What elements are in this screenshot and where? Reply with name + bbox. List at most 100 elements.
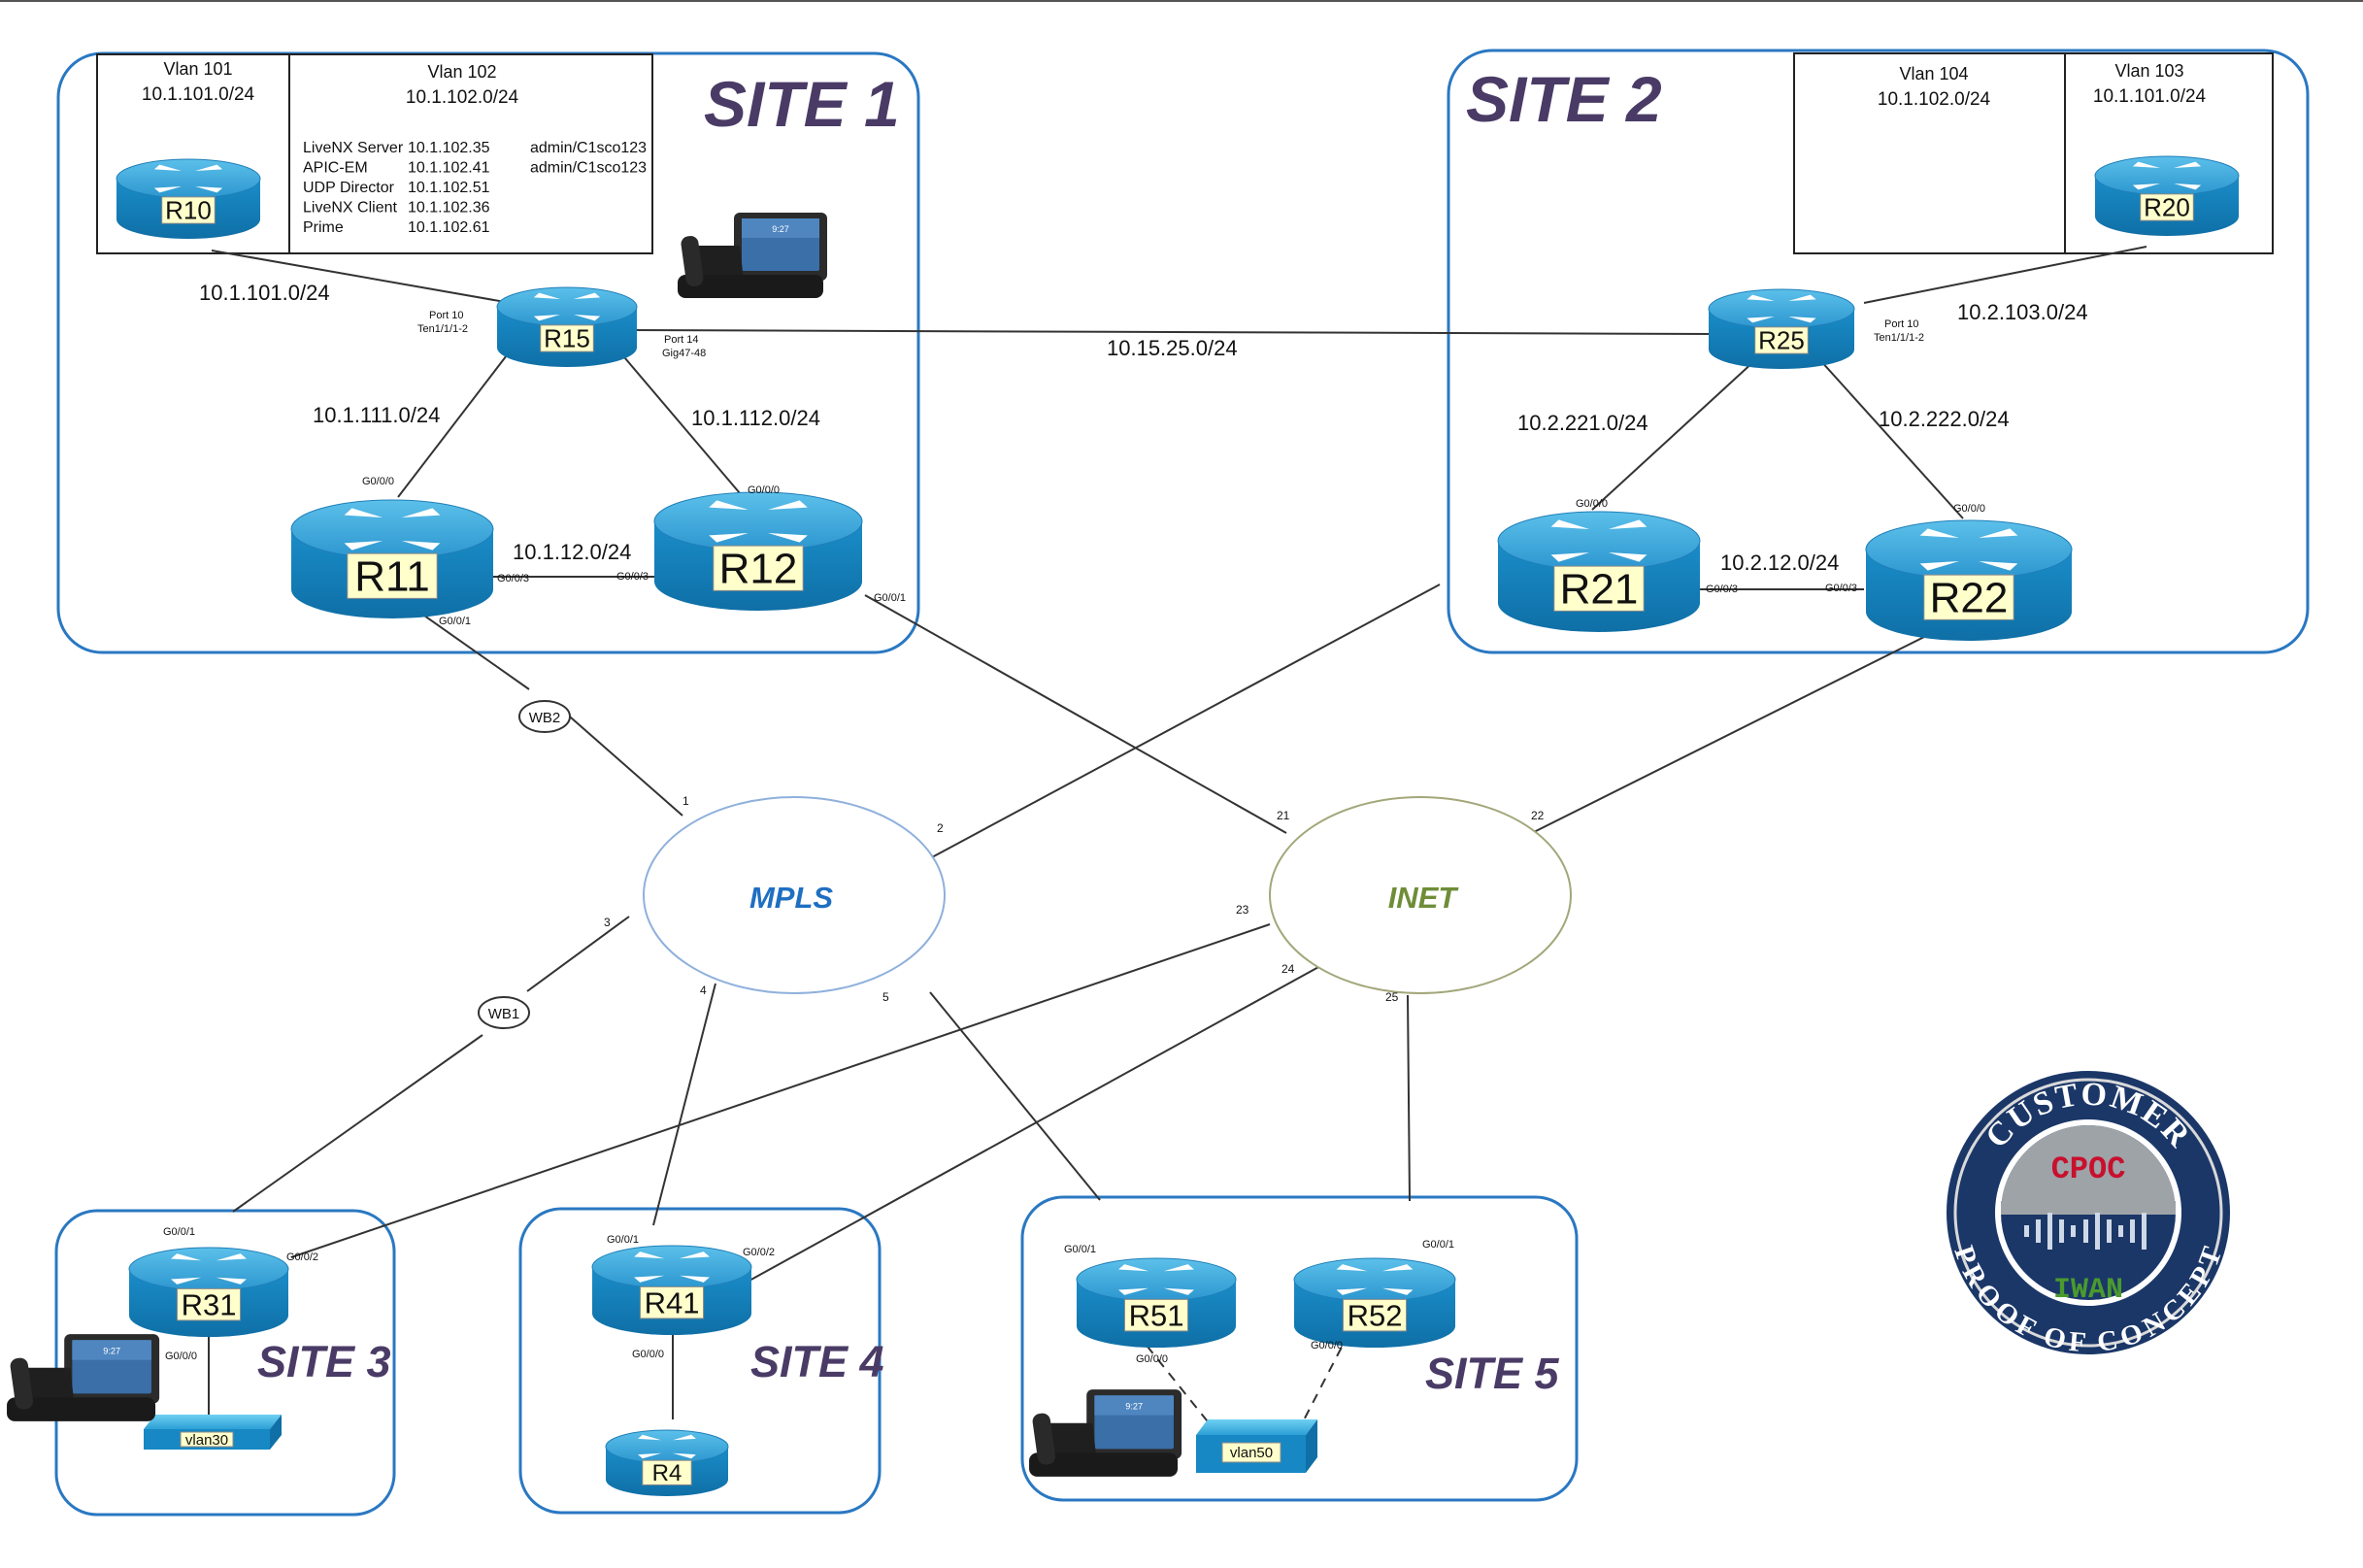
phone-screen-time: 9:27	[103, 1347, 120, 1356]
site-3-box	[54, 1209, 396, 1517]
vlan101-subnet: 10.1.101.0/24	[142, 84, 255, 105]
port-label: G0/0/1	[163, 1226, 195, 1238]
subnet-10-2-103: 10.2.103.0/24	[1957, 300, 2088, 324]
server-name: LiveNX Server	[303, 140, 404, 156]
server-name: Prime	[303, 219, 344, 236]
server-name: APIC-EM	[303, 160, 368, 177]
wb1-label: WB1	[488, 1006, 520, 1022]
port-label: Port 14	[664, 334, 698, 346]
subnet-10-2-221: 10.2.221.0/24	[1517, 411, 1648, 435]
vlan104-subnet: 10.1.102.0/24	[1878, 89, 1991, 110]
link-number: 4	[700, 984, 707, 997]
port-label: G0/0/0	[1576, 498, 1608, 510]
ip-phone-icon: 9:27	[678, 213, 827, 298]
router-label-r11: R11	[354, 552, 429, 600]
subnet-10-1-111: 10.1.111.0/24	[313, 403, 440, 427]
site-5-box	[1020, 1195, 1579, 1502]
vlan102-title: Vlan 102	[427, 62, 496, 82]
router-r31: R31	[128, 1247, 289, 1337]
site-2-box	[1447, 49, 2310, 654]
server-name: UDP Director	[303, 180, 395, 196]
link-number: 3	[604, 916, 611, 929]
router-label-r20: R20	[2144, 193, 2190, 222]
port-label: Ten1/1/1-2	[417, 323, 468, 335]
cpoc-iwan-badge: CUSTOMER PROOF OF CONCEPT CPOC IWAN	[1947, 1071, 2230, 1358]
router-label-r31: R31	[182, 1287, 237, 1321]
phone-screen-time: 9:27	[772, 224, 789, 234]
router-label-r4: R4	[652, 1460, 682, 1486]
router-label-r15: R15	[544, 324, 590, 353]
router-r41: R41	[591, 1245, 752, 1335]
port-label: G0/0/0	[1953, 503, 1985, 515]
router-r25: R25	[1708, 288, 1855, 369]
vlan30-label: vlan30	[185, 1432, 228, 1449]
router-r20: R20	[2094, 155, 2240, 236]
switch-vlan30: vlan30	[144, 1415, 282, 1450]
port-label: G0/0/2	[286, 1251, 318, 1263]
server-ip: 10.1.102.41	[408, 160, 490, 177]
router-r10: R10	[116, 158, 261, 239]
link-number: 5	[882, 990, 889, 1004]
phones: 9:27 9:27 9:27	[7, 213, 1182, 1477]
router-label-r52: R52	[1348, 1298, 1403, 1332]
link-number: 2	[937, 821, 944, 835]
router-label-r41: R41	[645, 1285, 700, 1319]
cisco-bars-icon	[2024, 1213, 2147, 1250]
router-label-r12: R12	[719, 545, 798, 592]
site-1-title: SITE 1	[704, 68, 900, 140]
router-label-r25: R25	[1758, 326, 1805, 355]
link-number: 1	[682, 794, 689, 808]
subnet-10-2-12: 10.2.12.0/24	[1720, 550, 1839, 575]
link-number: 21	[1277, 809, 1290, 822]
server-cred: admin/C1sco123	[530, 160, 647, 177]
site-4-box	[518, 1207, 882, 1515]
phone-screen-time: 9:27	[1125, 1402, 1143, 1412]
ip-phone-icon: 9:27	[1029, 1389, 1182, 1477]
port-label: G0/0/1	[439, 616, 471, 627]
site-3-title: SITE 3	[257, 1337, 391, 1386]
port-label: Port 10	[429, 310, 463, 321]
port-label: G0/0/0	[362, 476, 394, 487]
port-label: G0/0/3	[497, 573, 529, 584]
port-label: G0/0/1	[1422, 1239, 1454, 1251]
vlan102-subnet: 10.1.102.0/24	[406, 87, 519, 108]
router-label-r22: R22	[1930, 574, 2009, 621]
router-label-r21: R21	[1560, 565, 1639, 613]
router-r11: R11	[290, 499, 494, 618]
router-r22: R22	[1865, 519, 2073, 641]
server-ip: 10.1.102.61	[408, 219, 490, 236]
port-label: G0/0/0	[1136, 1353, 1168, 1365]
server-ip: 10.1.102.51	[408, 180, 490, 196]
server-cred: admin/C1sco123	[530, 140, 647, 156]
vlan50-label: vlan50	[1230, 1445, 1273, 1461]
server-name: LiveNX Client	[303, 200, 397, 217]
port-label: G0/0/0	[632, 1349, 664, 1360]
router-r15: R15	[496, 286, 638, 367]
port-label: G0/0/3	[1825, 583, 1857, 594]
port-label: G0/0/1	[1064, 1244, 1096, 1255]
router-r4: R4	[605, 1429, 729, 1496]
site-4-title: SITE 4	[750, 1337, 884, 1386]
link-number: 25	[1385, 990, 1399, 1004]
site-5-title: SITE 5	[1425, 1349, 1560, 1398]
vlan101-title: Vlan 101	[163, 59, 232, 79]
wb2-label: WB2	[529, 710, 561, 726]
server-ip: 10.1.102.35	[408, 140, 490, 156]
subnet-10-1-101: 10.1.101.0/24	[199, 281, 330, 305]
vlan103-subnet: 10.1.101.0/24	[2093, 86, 2207, 107]
port-label: G0/0/3	[616, 571, 649, 583]
vlan104-title: Vlan 104	[1899, 64, 1968, 83]
port-label: G0/0/2	[743, 1247, 775, 1258]
port-label: G0/0/1	[874, 592, 906, 604]
port-label: G0/0/0	[748, 484, 780, 496]
vlan-table-site2	[1793, 52, 2274, 254]
links	[208, 246, 2147, 1439]
router-label-r51: R51	[1129, 1298, 1184, 1332]
mpls-label: MPLS	[749, 881, 833, 915]
badge-brand: CPOC	[2051, 1151, 2126, 1187]
router-label-r10: R10	[165, 196, 212, 225]
subnet-10-1-12: 10.1.12.0/24	[513, 540, 631, 564]
site-2-title: SITE 2	[1466, 63, 1662, 135]
